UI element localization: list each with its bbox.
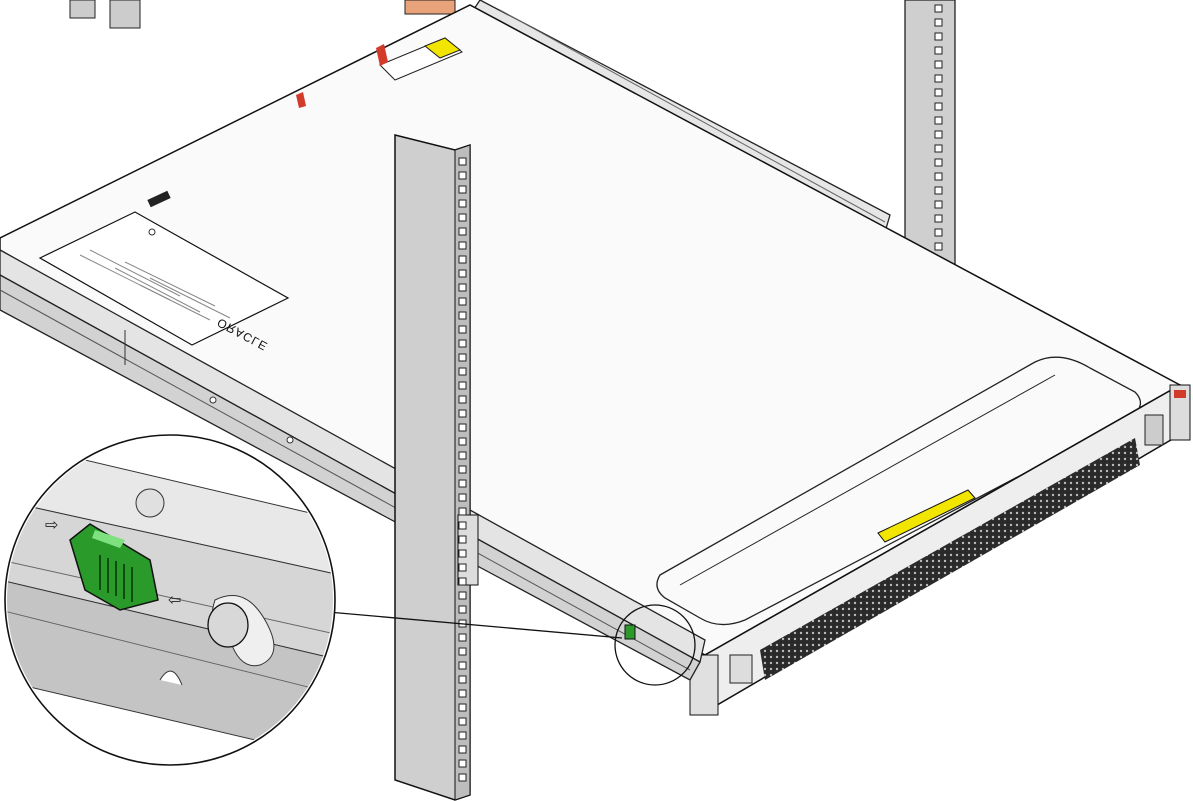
- rack-mounting-hole: [458, 423, 467, 432]
- rack-mounting-hole: [458, 535, 467, 544]
- rack-mounting-hole: [458, 241, 467, 250]
- rack-mounting-hole: [458, 367, 467, 376]
- rack-mounting-hole: [458, 689, 467, 698]
- rack-mounting-hole: [458, 479, 467, 488]
- rack-mounting-hole: [458, 563, 467, 572]
- status-led: [1174, 390, 1186, 398]
- rack-mounting-hole: [934, 144, 943, 153]
- rack-mounting-hole: [934, 186, 943, 195]
- usb-port: [1144, 414, 1164, 446]
- rack-mounting-hole: [934, 130, 943, 139]
- callout-leader-line: [327, 611, 623, 639]
- rack-mounting-hole: [458, 591, 467, 600]
- rack-mounting-hole: [458, 493, 467, 502]
- rack-mounting-hole: [458, 409, 467, 418]
- front-port: [729, 654, 753, 684]
- rack-mounting-hole: [934, 60, 943, 69]
- rack-mounting-hole: [458, 731, 467, 740]
- rack-mounting-hole: [458, 437, 467, 446]
- rack-mounting-hole: [458, 185, 467, 194]
- rack-mounting-hole: [458, 381, 467, 390]
- callout-source-circle: [614, 604, 696, 686]
- front-vent-grille: [760, 438, 1140, 680]
- rack-mounting-hole: [458, 549, 467, 558]
- front-rack-post: [394, 134, 479, 801]
- rack-mounting-hole: [458, 647, 467, 656]
- arrow-right-icon: ⇨: [45, 517, 58, 534]
- rack-mounting-hole: [458, 171, 467, 180]
- control-panel: [1169, 384, 1191, 441]
- rack-mounting-hole: [458, 311, 467, 320]
- rack-mounting-hole: [458, 353, 467, 362]
- rack-mounting-hole: [458, 661, 467, 670]
- rear-connector: [404, 0, 456, 15]
- rack-mounting-hole: [458, 451, 467, 460]
- rack-mounting-hole: [458, 521, 467, 530]
- rack-mounting-hole: [458, 577, 467, 586]
- warning-triangle-icon: [424, 37, 461, 59]
- rack-mounting-hole: [458, 717, 467, 726]
- rack-mounting-hole: [458, 465, 467, 474]
- rack-mounting-hole: [458, 269, 467, 278]
- rack-mounting-hole: [934, 4, 943, 13]
- rack-mounting-hole: [458, 633, 467, 642]
- rack-mounting-hole: [458, 213, 467, 222]
- rack-mounting-hole: [458, 255, 467, 264]
- rack-mounting-hole: [458, 507, 467, 516]
- rail-lock-button: [207, 602, 249, 648]
- rack-mounting-hole: [458, 283, 467, 292]
- rack-mounting-hole: [934, 32, 943, 41]
- bracket: [109, 0, 141, 29]
- rack-mounting-hole: [934, 116, 943, 125]
- rack-mounting-hole: [934, 46, 943, 55]
- red-marker: [296, 92, 306, 108]
- rack-mounting-hole: [458, 605, 467, 614]
- rack-mounting-hole: [934, 172, 943, 181]
- rack-mounting-hole: [458, 395, 467, 404]
- rack-mounting-hole: [458, 227, 467, 236]
- rack-mounting-hole: [934, 18, 943, 27]
- rack-mounting-hole: [934, 158, 943, 167]
- rack-mounting-hole: [458, 703, 467, 712]
- rack-mounting-hole: [934, 214, 943, 223]
- rack-mounting-hole: [458, 759, 467, 768]
- rack-mounting-hole: [458, 157, 467, 166]
- rack-mounting-hole: [458, 297, 467, 306]
- bracket: [69, 0, 96, 19]
- rail-release-latch: [624, 624, 636, 640]
- rack-mounting-hole: [934, 88, 943, 97]
- server-front-bezel: [689, 383, 1191, 716]
- rack-mounting-hole: [934, 200, 943, 209]
- rack-mounting-hole: [458, 199, 467, 208]
- rack-mounting-hole: [934, 242, 943, 251]
- green-sticker: [147, 190, 171, 208]
- rack-mounting-hole: [934, 102, 943, 111]
- red-marker: [376, 44, 388, 66]
- rack-mounting-hole: [458, 745, 467, 754]
- rack-mounting-hole: [458, 773, 467, 782]
- rack-mounting-hole: [458, 325, 467, 334]
- rack-mounting-hole: [934, 228, 943, 237]
- green-release-latch[interactable]: [69, 523, 159, 611]
- rack-mounting-hole: [934, 74, 943, 83]
- rear-rack-post: [904, 0, 956, 271]
- rack-mounting-hole: [458, 339, 467, 348]
- rack-mounting-hole: [458, 675, 467, 684]
- arrow-left-icon: ⇦: [168, 592, 181, 609]
- magnified-detail-view: ⇨ ⇦: [4, 434, 336, 766]
- yellow-warning-sticker: [877, 489, 976, 543]
